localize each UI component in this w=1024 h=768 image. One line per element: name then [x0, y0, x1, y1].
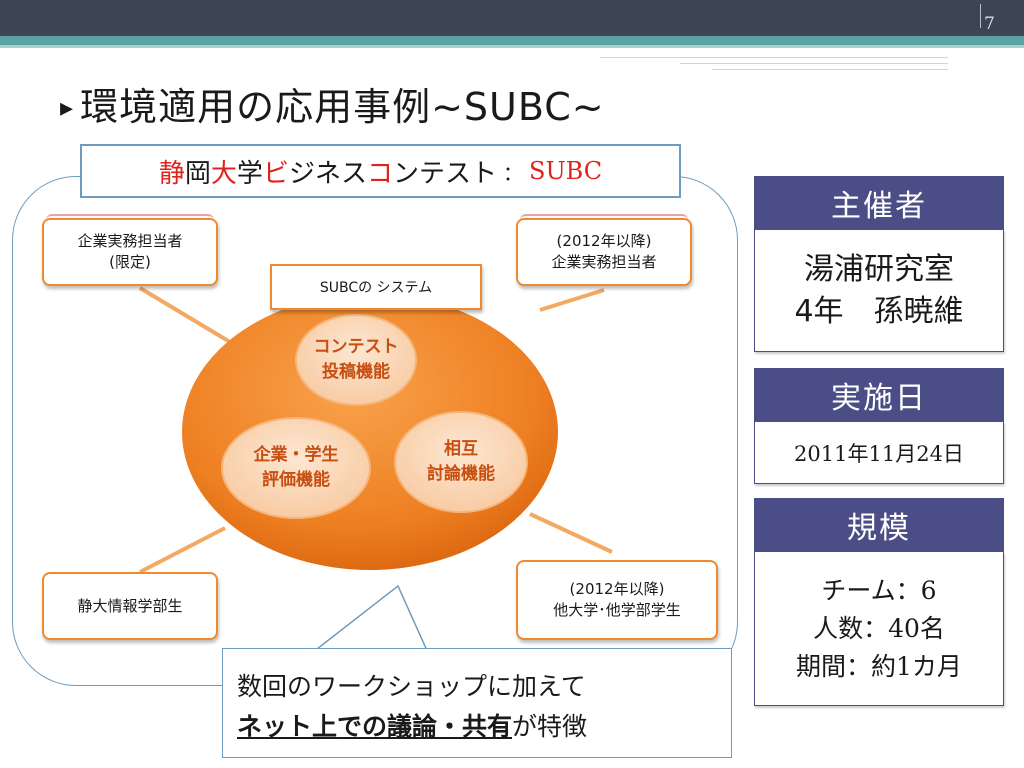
banner-char: ジネス: [288, 158, 367, 189]
connector-line: [138, 286, 232, 344]
participant-card-bottom-right: (2012年以降) 他大学･他学部学生: [516, 560, 718, 640]
decorative-line: [680, 63, 948, 64]
participant-label: (限定): [109, 253, 151, 271]
header-bar: [0, 0, 1024, 36]
date-body: 2011年11月24日: [754, 422, 1004, 484]
participant-label: (2012年以降): [569, 580, 665, 598]
bullet-triangle-icon: ▸: [60, 93, 75, 123]
feature-contest-posting: コンテスト 投稿機能: [300, 335, 412, 385]
feature-label: 討論機能: [427, 464, 495, 484]
participant-label: 他大学･他学部学生: [553, 601, 681, 619]
banner-char: 学: [236, 158, 263, 189]
feature-circle: [295, 314, 417, 406]
connector-line: [539, 288, 605, 312]
scale-header: 規模: [754, 498, 1004, 552]
slide-title: ▸環境適用の応用事例~SUBC~: [60, 76, 605, 131]
callout-emphasis: ネット上での議論・共有: [237, 712, 513, 741]
participant-label: 企業実務担当者: [77, 232, 183, 250]
feature-evaluation: 企業・学生 評価機能: [228, 443, 364, 493]
banner-char: ビ: [262, 158, 289, 189]
scale-body: チーム：6 人数：40名 期間：約1カ月: [754, 552, 1004, 706]
banner-char: 大: [210, 158, 237, 189]
participant-label: (2012年以降): [556, 232, 652, 250]
scale-teams: チーム：6: [821, 575, 937, 605]
feature-label: 企業・学生: [253, 445, 339, 465]
banner-acronym: SUBC: [529, 157, 603, 185]
callout-box: 数回のワークショップに加えて ネット上での議論・共有が特徴: [222, 648, 732, 758]
callout-suffix: が特徴: [512, 712, 588, 741]
banner-char: コ: [366, 158, 393, 189]
organizer-person: 4年 孫暁維: [794, 293, 964, 329]
banner-separator: ：: [503, 160, 523, 185]
decorative-line: [600, 57, 948, 58]
feature-label: 相互: [444, 439, 478, 459]
connector-line: [139, 526, 226, 574]
banner-char: ンテスト: [392, 158, 497, 189]
participant-label: 静大情報学部生: [77, 596, 183, 615]
participant-label: 企業実務担当者: [551, 253, 657, 271]
event-date: 2011年11月24日: [794, 441, 964, 466]
feature-circle: [394, 411, 528, 513]
page-number: 7: [984, 14, 995, 34]
organizer-body: 湯浦研究室 4年 孫暁維: [754, 230, 1004, 352]
callout-line: ネット上での議論・共有が特徴: [237, 707, 717, 747]
participant-card-top-right: (2012年以降) 企業実務担当者: [516, 214, 692, 286]
page-number-divider: [980, 4, 981, 28]
header-accent-stripe: [0, 45, 1024, 48]
scale-people: 人数：40名: [813, 613, 945, 643]
feature-label: 投稿機能: [322, 362, 390, 382]
header-accent-band: [0, 36, 1024, 45]
decorative-line: [712, 69, 948, 70]
banner-char: 岡: [184, 158, 211, 189]
feature-label: コンテスト: [313, 337, 399, 357]
feature-label: 評価機能: [262, 470, 330, 490]
organizer-header: 主催者: [754, 176, 1004, 230]
organizer-lab: 湯浦研究室: [804, 251, 954, 287]
participant-card-top-left: 企業実務担当者 (限定): [42, 214, 218, 286]
feature-discussion: 相互 討論機能: [400, 437, 522, 487]
feature-circle: [221, 417, 371, 519]
scale-period: 期間：約1カ月: [796, 651, 962, 681]
banner-char: 静: [158, 158, 185, 189]
connector-line: [529, 512, 613, 554]
system-label: SUBCの システム: [270, 264, 482, 310]
participant-card-bottom-left: 静大情報学部生: [42, 572, 218, 640]
callout-line: 数回のワークショップに加えて: [237, 672, 586, 701]
contest-banner: 静岡大学ビジネスコンテスト：SUBC: [80, 144, 681, 198]
date-header: 実施日: [754, 368, 1004, 422]
slide-title-text: 環境適用の応用事例~SUBC~: [80, 85, 605, 129]
